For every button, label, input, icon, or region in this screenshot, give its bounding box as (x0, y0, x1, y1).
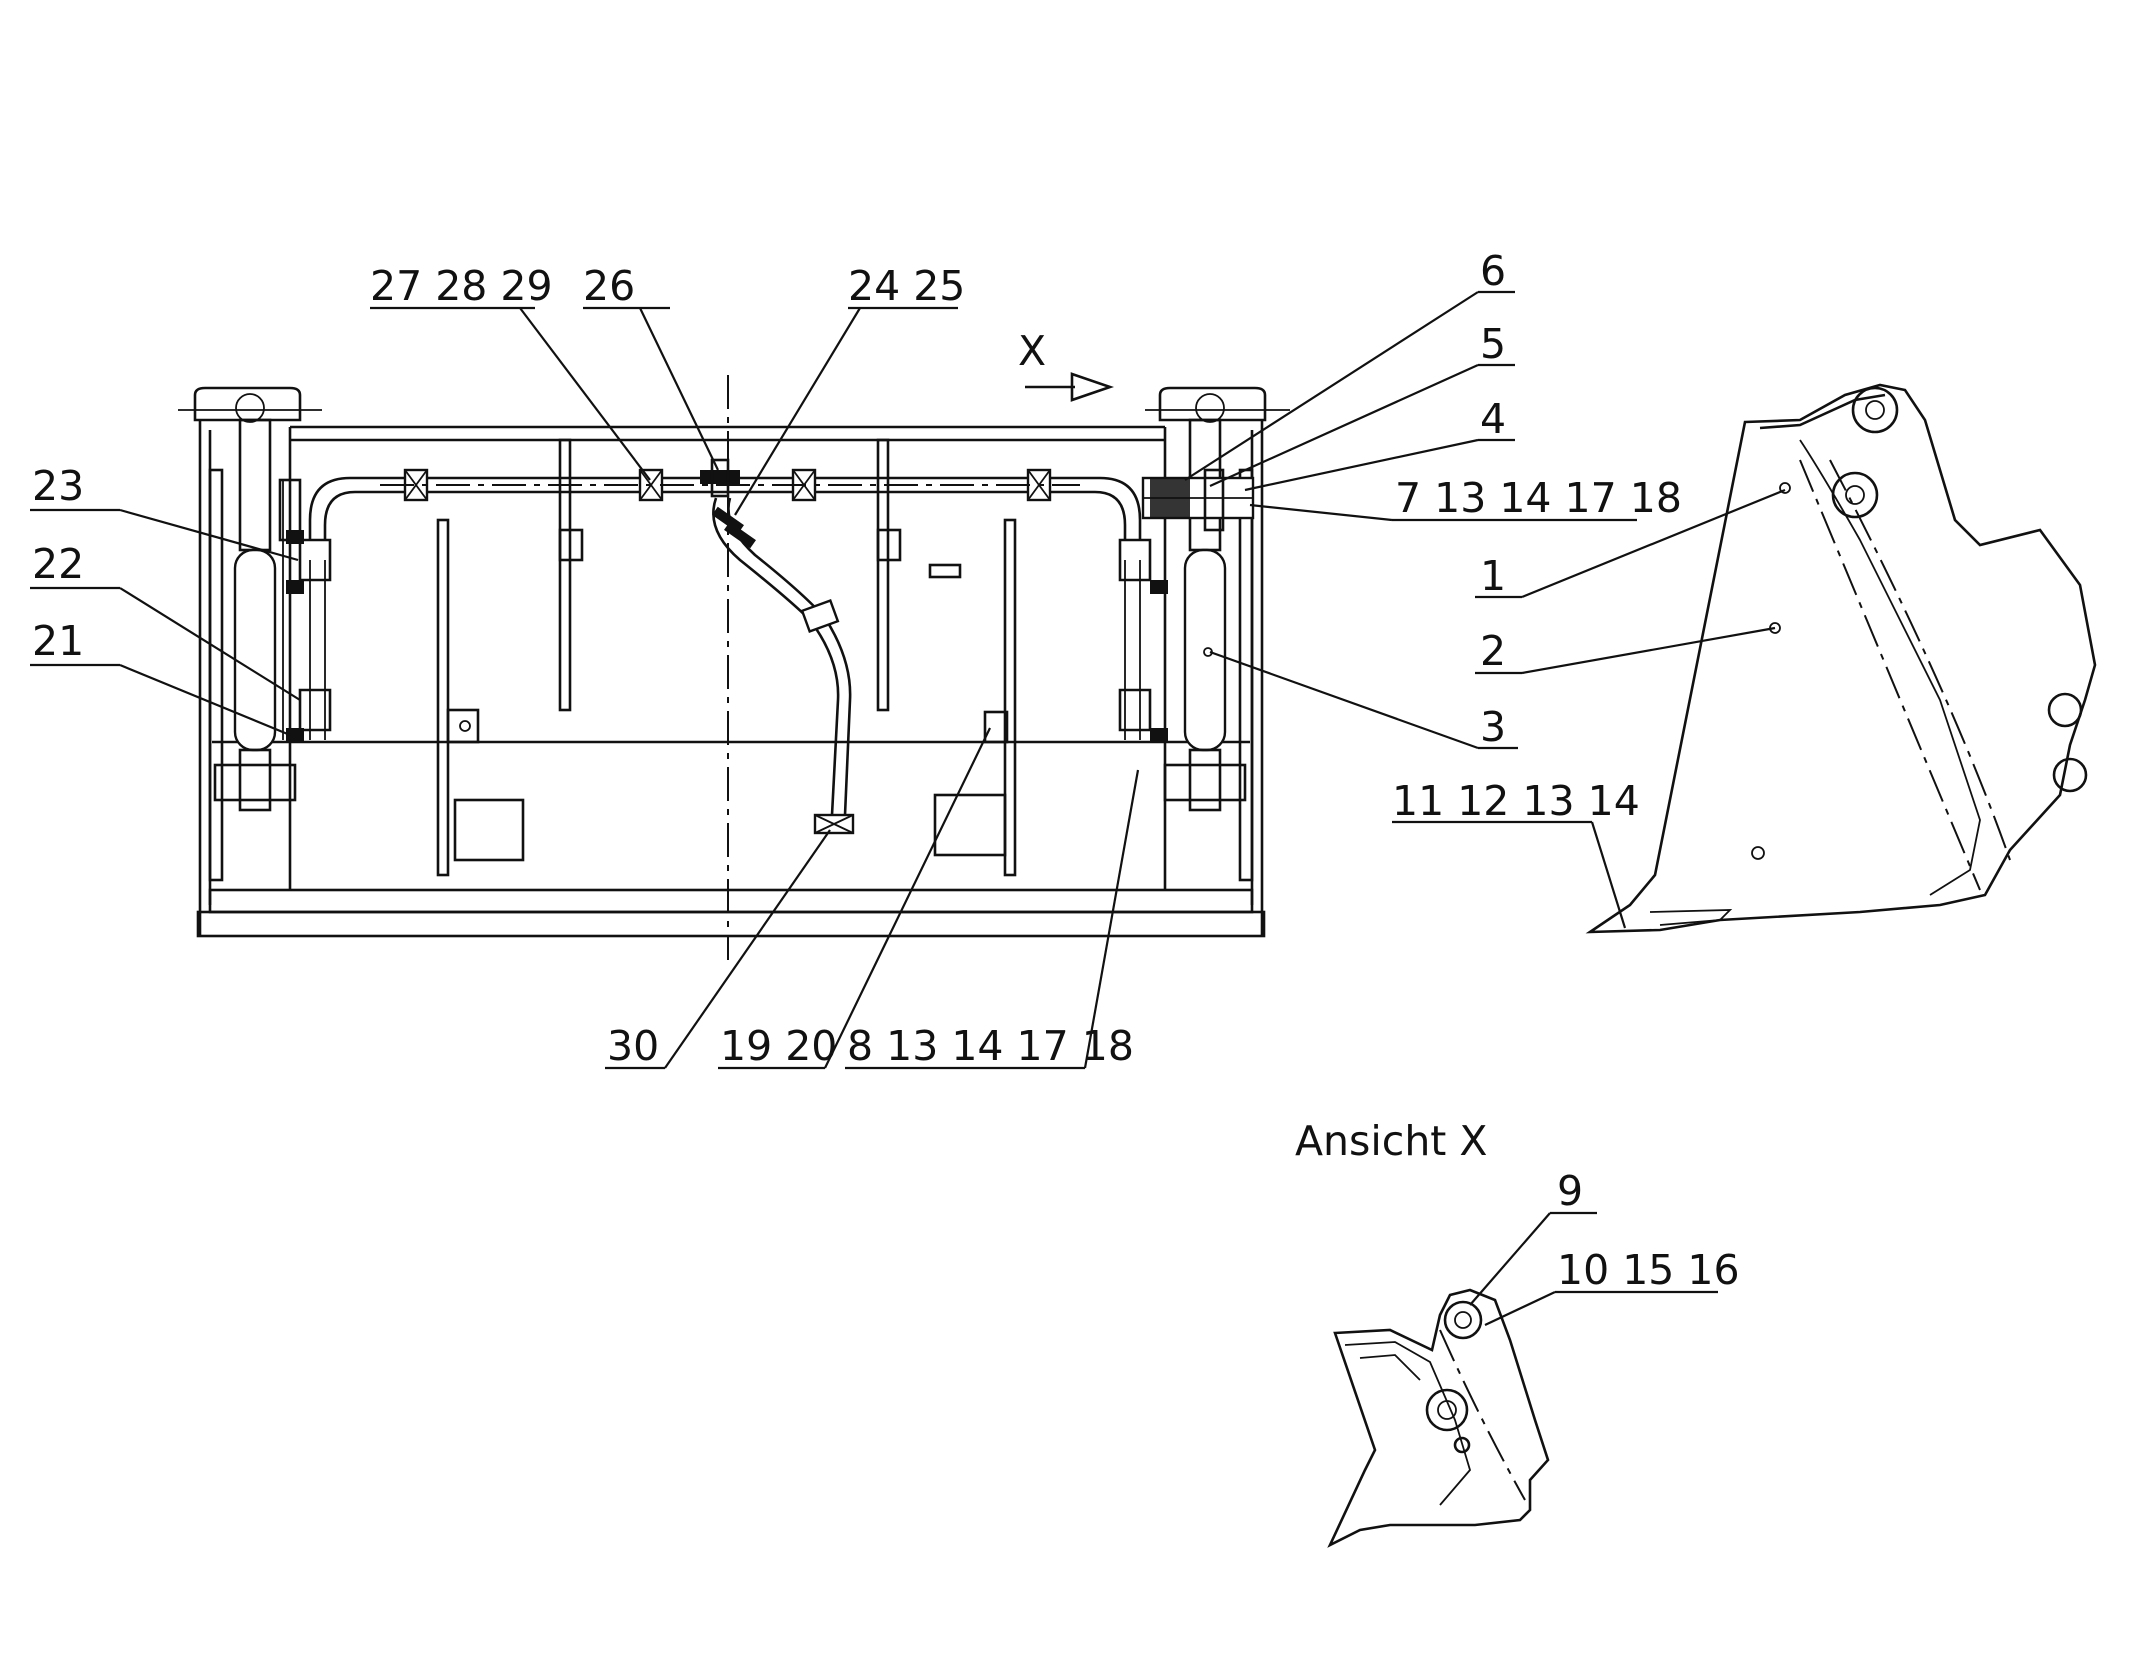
callout-8-13-14-17-18: 8 13 14 17 18 (847, 1022, 1134, 1070)
callout-4: 4 (1480, 395, 1506, 443)
callout-19-20: 19 20 (720, 1022, 837, 1070)
callout-5: 5 (1480, 320, 1506, 368)
front-view (178, 375, 1290, 960)
callout-7-13-14-17-18: 7 13 14 17 18 (1395, 474, 1682, 522)
callout-9: 9 (1557, 1167, 1583, 1215)
callout-26: 26 (583, 262, 635, 310)
callout-10-15-16: 10 15 16 (1557, 1246, 1740, 1294)
view-arrow-label: X (1018, 327, 1046, 375)
detail-view-x: Ansicht X (1295, 1117, 1550, 1548)
callout-1: 1 (1480, 552, 1506, 600)
side-view (1585, 383, 2097, 934)
callout-labels: 27 28 29 26 24 25 23 22 21 30 19 20 8 13… (32, 247, 1740, 1294)
callout-23: 23 (32, 462, 84, 510)
callout-6: 6 (1480, 247, 1506, 295)
view-arrow-x: X (1018, 327, 1115, 402)
view-title: Ansicht X (1295, 1117, 1488, 1165)
callout-24-25: 24 25 (848, 262, 965, 310)
callout-2: 2 (1480, 627, 1506, 675)
callout-22: 22 (32, 540, 84, 588)
callout-27-28-29: 27 28 29 (370, 262, 553, 310)
callout-11-12-13-14: 11 12 13 14 (1392, 777, 1640, 825)
callout-leaders (30, 290, 1786, 1326)
callout-3: 3 (1480, 703, 1506, 751)
callout-30: 30 (607, 1022, 659, 1070)
callout-21: 21 (32, 617, 84, 665)
